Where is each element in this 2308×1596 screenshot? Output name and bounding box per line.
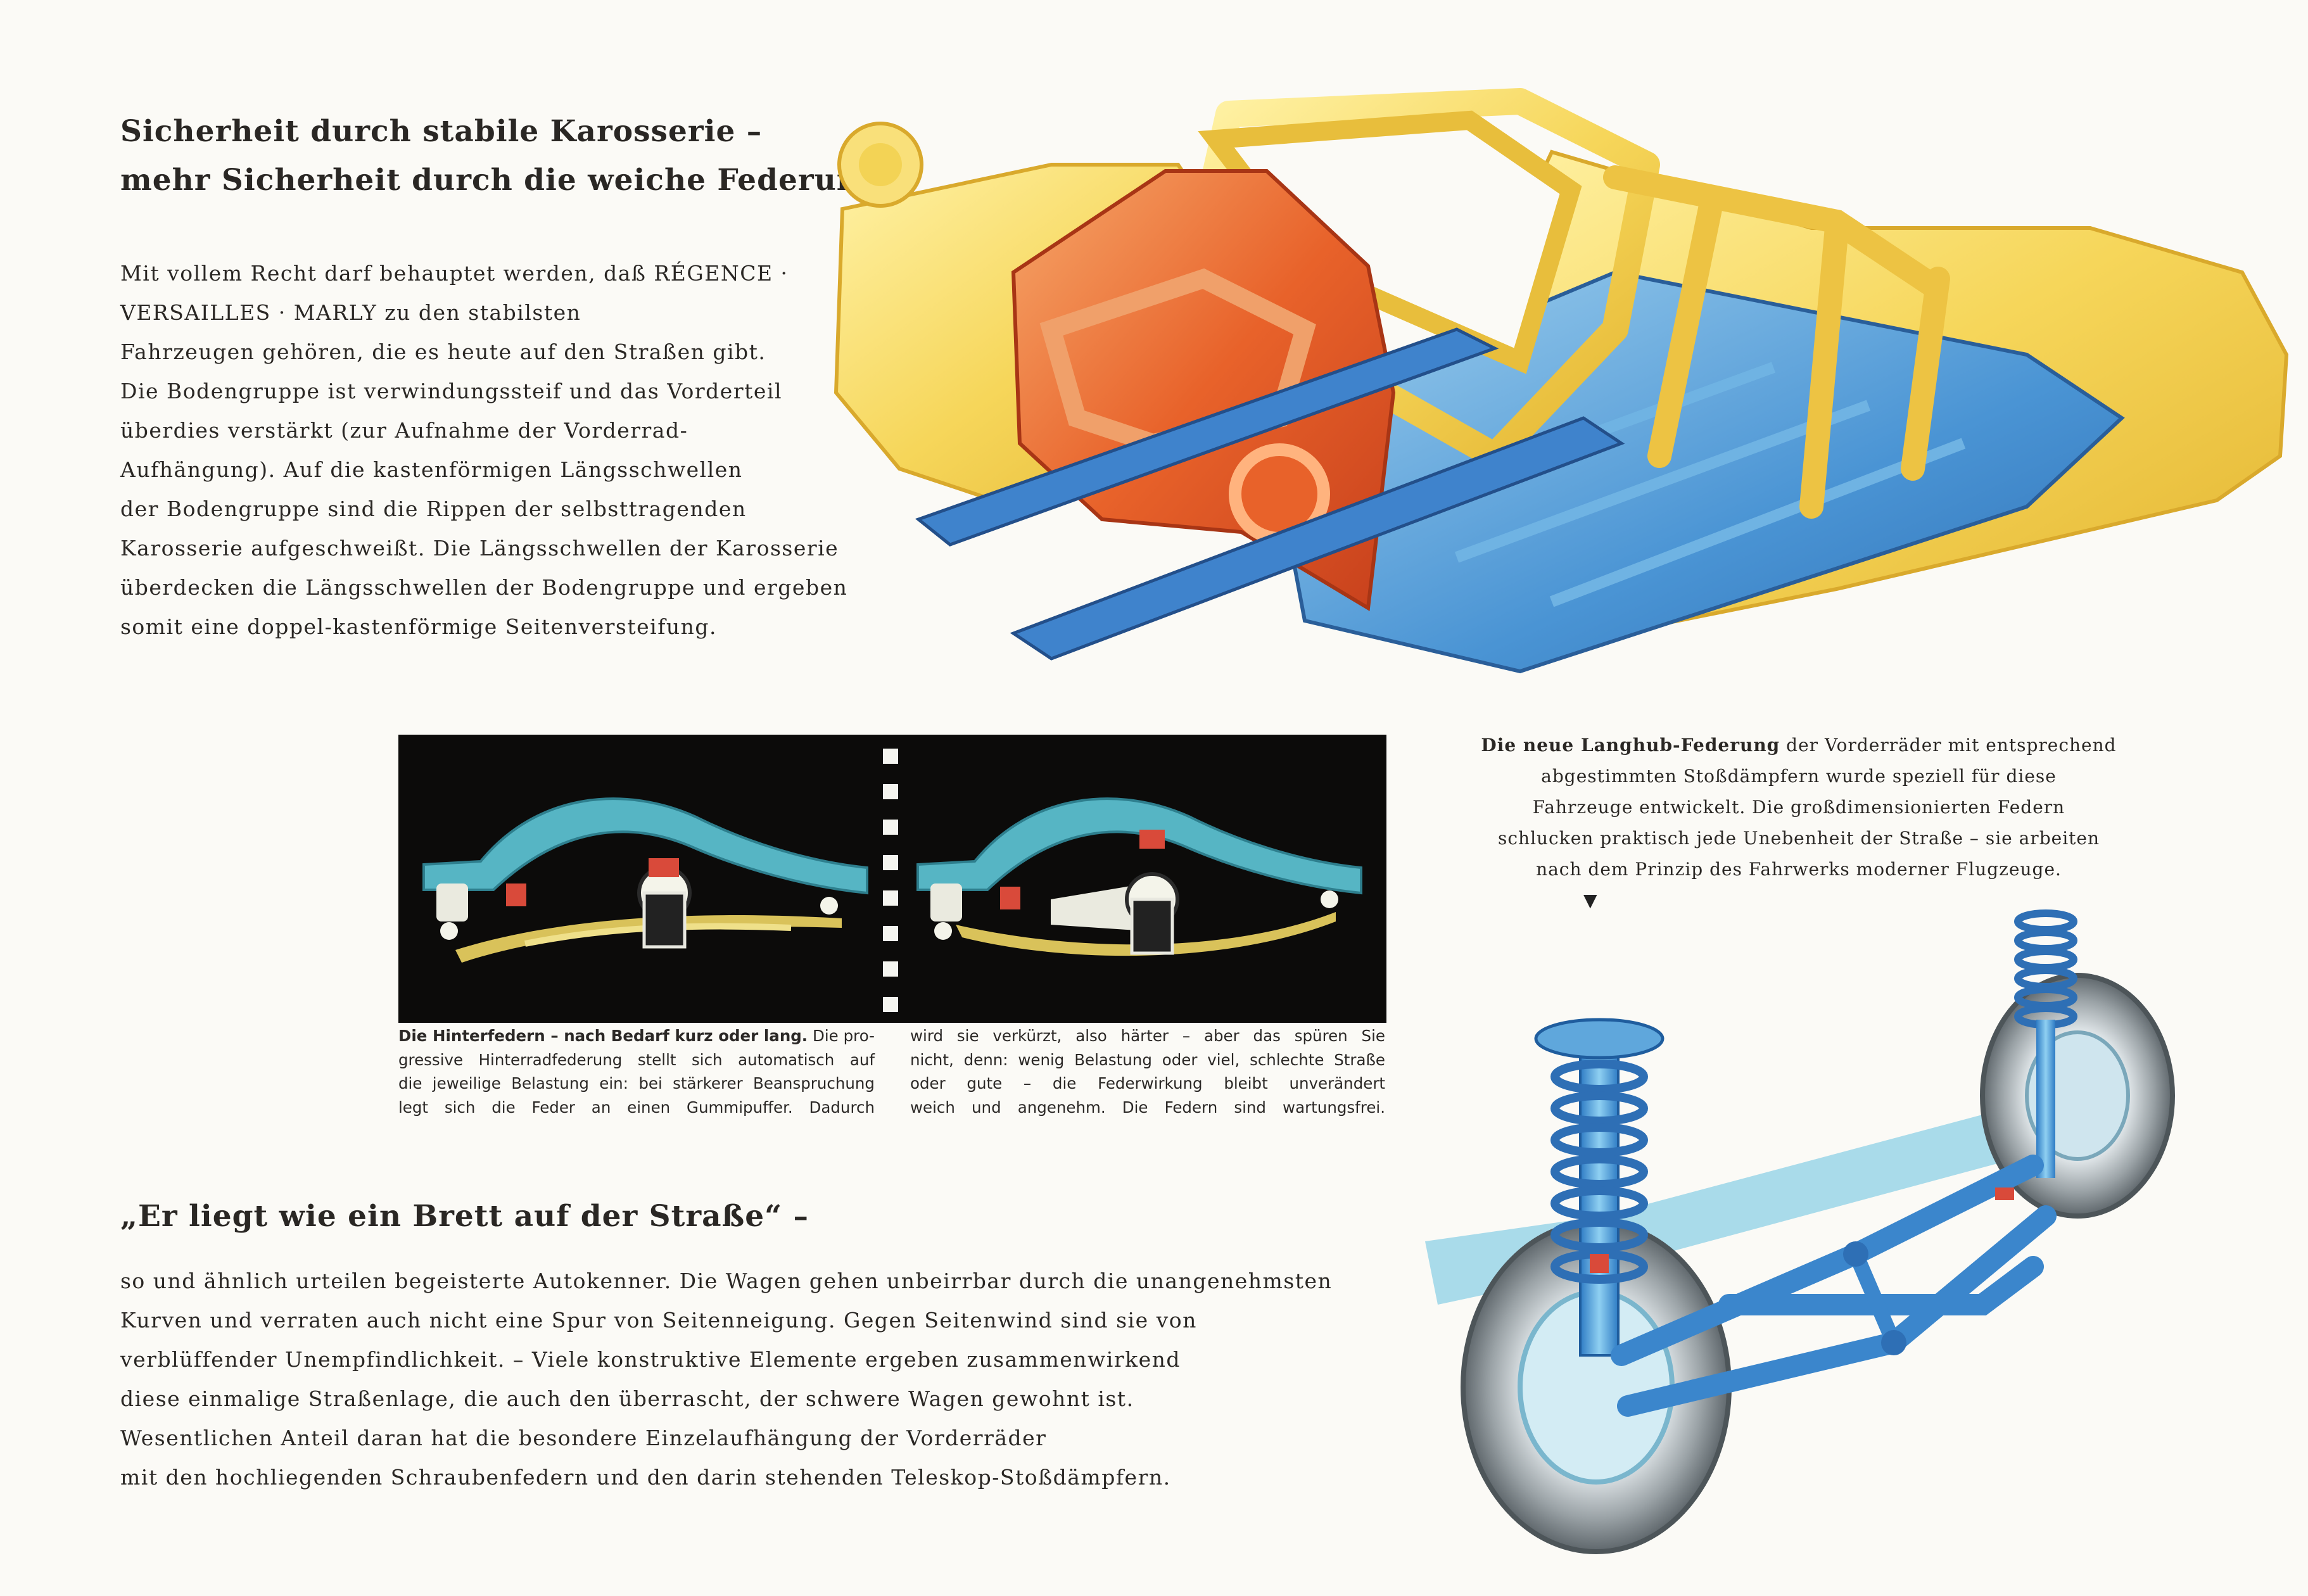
section2-heading: „Er liegt wie ein Brett auf der Straße“ … [120,1199,809,1234]
caption-line: die jeweilige Belastung ein: bei stärker… [398,1074,875,1092]
caption-line: abgestimmten Stoßdämpfern wurde speziell… [1541,766,2057,787]
heading-line-2: mehr Sicherheit durch die weiche Federun… [120,163,880,198]
spring-light-load [422,797,868,963]
paragraph-line: diese einmalige Straßenlage, die auch de… [120,1386,1134,1411]
caption-bold-lead: Die neue Langhub-Federung [1481,735,1780,756]
paragraph-line: Mit vollem Recht darf behauptet werden, … [120,261,789,286]
paragraph-line: somit eine doppel-kastenförmige Seitenve… [120,614,718,639]
paragraph-line: mit den hochliegenden Schraubenfedern un… [120,1465,1171,1490]
caption-line: Fahrzeuge entwickelt. Die großdimensioni… [1532,797,2065,818]
rear-spring-diagram [398,735,1386,1023]
caption-line: Die neue Langhub-Federung der Vorderräde… [1476,730,2122,761]
caption-line: oder gute – die Federwirkung bleibt unve… [910,1074,1385,1092]
paragraph-line: der Bodengruppe sind die Rippen der selb… [120,497,747,521]
front-suspension-caption: Die neue Langhub-Federung der Vorderräde… [1476,730,2122,885]
car-body-cutaway-illustration [834,88,2289,674]
paragraph-line: Wesentlichen Anteil daran hat die besond… [120,1426,1047,1450]
paragraph-line: verblüffender Unempfindlichkeit. – Viele… [120,1347,1181,1372]
caption-line: weich und angenehm. Die Federn sind wart… [910,1098,1385,1117]
caption-text: der Vorderräder mit entsprechend [1780,735,2117,756]
paragraph-line: überdecken die Längsschwellen der Bodeng… [120,575,848,600]
front-suspension-illustration [1425,909,2175,1554]
caption-line: wird sie verkürzt, also härter – aber da… [910,1027,1385,1045]
paragraph-line: Karosserie aufgeschweißt. Die Längsschwe… [120,536,839,560]
caption-line: legt sich die Feder an einen Gummipuffer… [398,1098,875,1117]
paragraph-line: VERSAILLES · MARLY zu den stabilsten [120,300,581,325]
spring-heavy-load [916,797,1362,956]
rear-spring-caption-right: wird sie verkürzt, also härter – aber da… [910,1024,1385,1119]
caption-title: Die Hinterfedern – nach Bedarf kurz oder… [398,1027,808,1045]
caption-line: nach dem Prinzip des Fahrwerks moderner … [1536,859,2062,880]
section2-paragraph: so und ähnlich urteilen begeisterte Auto… [120,1262,1332,1497]
caption-line: nicht, denn: wenig Belastung oder viel, … [910,1050,1385,1069]
film-strip-divider [883,749,898,1012]
paragraph-line: so und ähnlich urteilen begeisterte Auto… [120,1269,1333,1293]
caption-line: schlucken praktisch jede Unebenheit der … [1497,828,2100,849]
paragraph-line: Aufhängung). Auf die kastenförmigen Läng… [120,457,743,482]
section1-paragraph: Mit vollem Recht darf behauptet werden, … [120,254,847,647]
rear-spring-caption-left: Die Hinterfedern – nach Bedarf kurz oder… [398,1024,875,1119]
section1-heading: Sicherheit durch stabile Karosserie – me… [120,114,880,198]
paragraph-line: Kurven und verraten auch nicht eine Spur… [120,1308,1197,1333]
caption-line: gressive Hinterradfederung stellt sich a… [398,1050,875,1069]
paragraph-line: überdies verstärkt (zur Aufnahme der Vor… [120,418,688,443]
right-coil-spring [2014,909,2077,1029]
paragraph-line: Fahrzeugen gehören, die es heute auf den… [120,339,766,364]
paragraph-line: Die Bodengruppe ist verwindungssteif und… [120,379,783,403]
caption-text: Die pro- [808,1027,875,1045]
caption-line: Die Hinterfedern – nach Bedarf kurz oder… [398,1024,875,1048]
down-arrow-icon: ▼ [1583,890,1597,911]
heading-line-1: Sicherheit durch stabile Karosserie – [120,114,763,149]
